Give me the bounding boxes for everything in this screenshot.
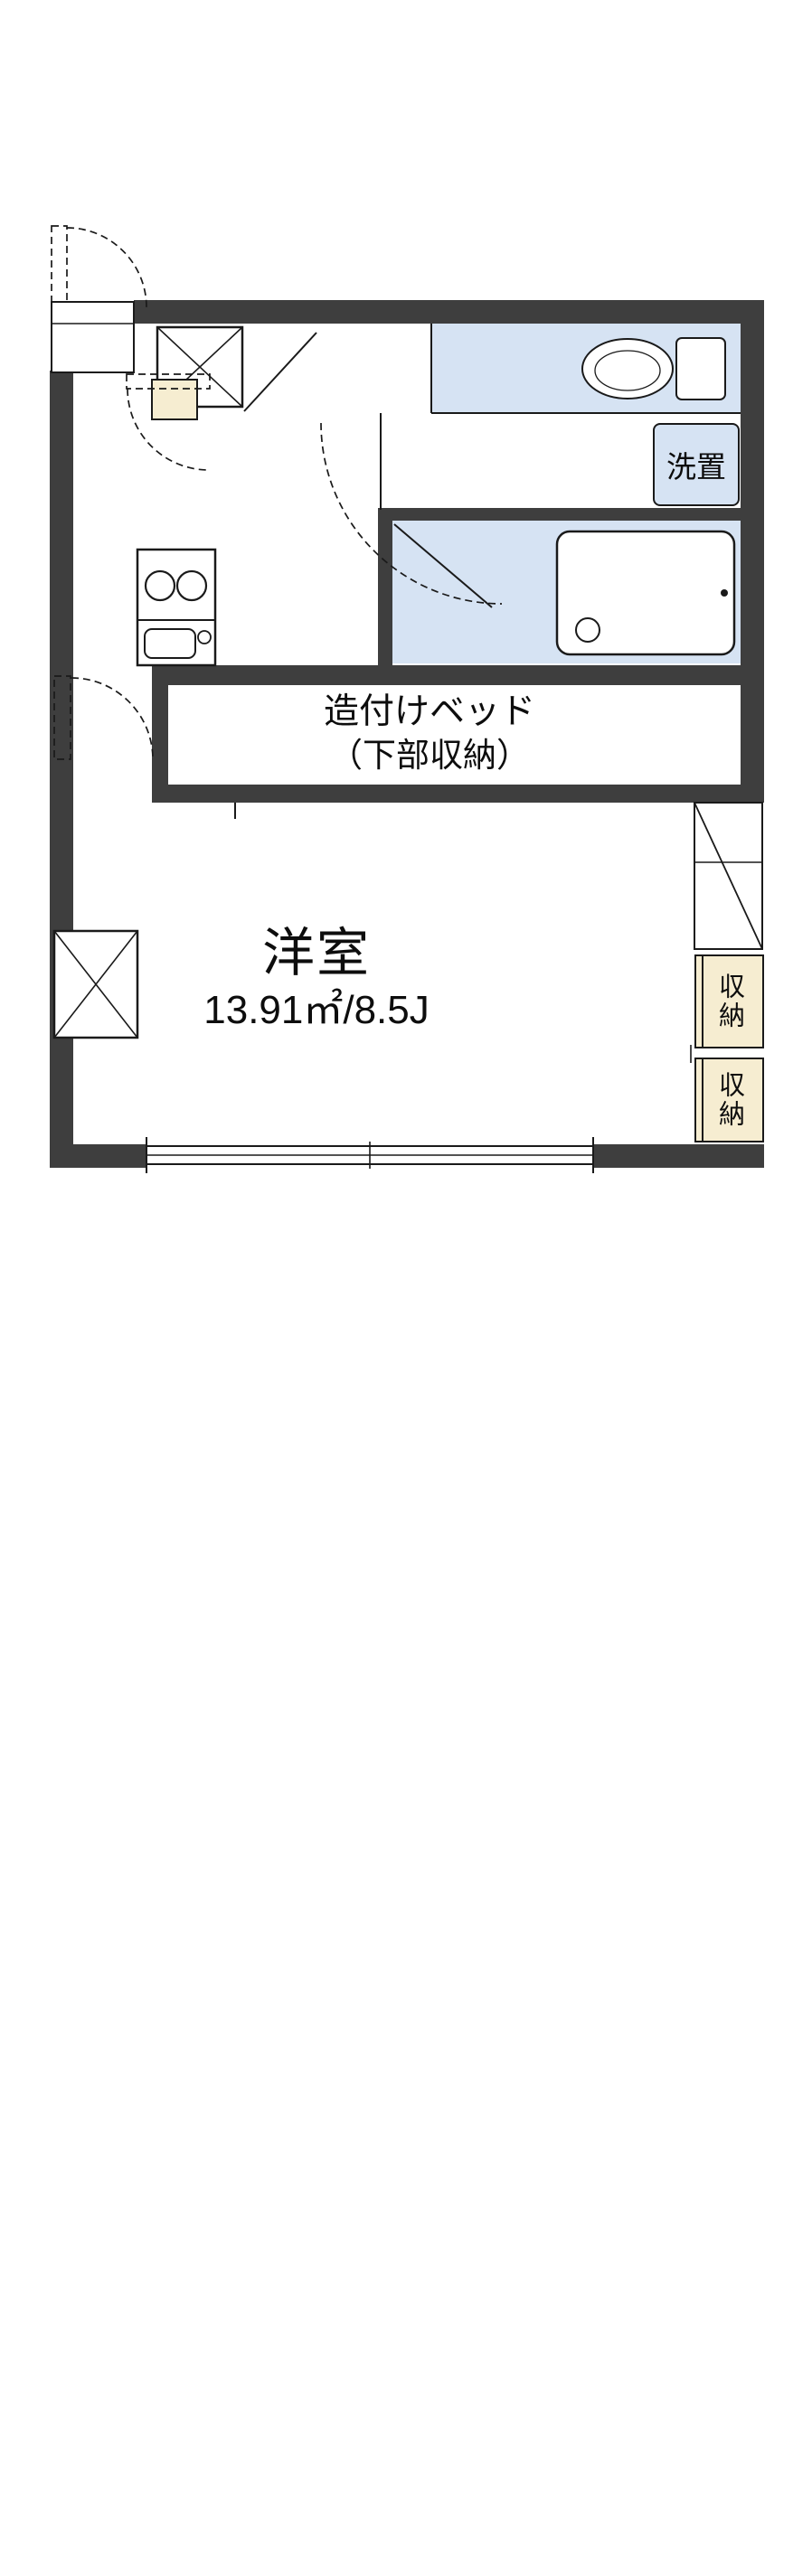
closet-lower-label: 収納 (714, 1071, 744, 1129)
wall-bottom-left (50, 1144, 146, 1168)
closet-upper: 収納 (694, 954, 764, 1048)
washer-space-box: 洗置 (653, 423, 740, 506)
room-area-size: 13.91㎡/8.5J (203, 987, 430, 1032)
bathtub-faucet-dot (721, 589, 728, 597)
wall-bath-left (378, 508, 392, 676)
wall-left (50, 371, 73, 1168)
entrance-step (51, 301, 135, 373)
kitchen-faucet (197, 630, 212, 644)
closet-upper-label: 収納 (714, 973, 744, 1030)
toilet-seat (594, 350, 661, 391)
interior-walls (152, 508, 764, 803)
wall-bed-left (152, 665, 168, 803)
closet-upper-door-line (702, 955, 703, 1048)
closet-lower-door-line (702, 1058, 703, 1142)
stove-burner-left (144, 569, 176, 602)
hall-door-leaf (126, 373, 211, 390)
wall-right (741, 300, 764, 803)
hall-door-arc (127, 388, 210, 471)
kitchen-unit (136, 548, 217, 667)
stove-burner-right (175, 569, 208, 602)
washroom-door-arc (320, 422, 503, 605)
built-in-bed-line2: （下部収納） (329, 736, 530, 774)
wall-bed-bottom (152, 785, 764, 803)
sliding-window (146, 1137, 594, 1173)
bathroom-fixtures (393, 523, 736, 656)
toilet-door-leaf (243, 332, 317, 412)
bathtub (555, 530, 736, 656)
bay-window-box (52, 929, 139, 1039)
wall-bottom-right (593, 1144, 764, 1168)
bay-window-diagonal-2 (53, 930, 138, 1039)
kitchen-sink (144, 628, 196, 659)
partition-lines (380, 324, 741, 510)
wall-bath-top (378, 508, 764, 521)
built-in-bed-label: 造付けベッド （下部収納） (158, 691, 701, 776)
entrance-door-leaf (51, 225, 68, 303)
bathroom-door-leaf (393, 523, 493, 608)
room-label: 洋室 13.91㎡/8.5J (122, 924, 511, 1033)
entrance-cabinet (151, 379, 198, 420)
entrance-door-arc (66, 227, 147, 308)
toilet-fixture (581, 337, 726, 400)
entrance-area (51, 301, 317, 420)
shaft-diagonal (694, 802, 763, 950)
wall-bed-top (152, 665, 764, 685)
bedroom-door-arc (71, 677, 154, 760)
toilet-tank (675, 337, 726, 400)
closet-lower: 収納 (694, 1058, 764, 1142)
pipe-shaft (694, 802, 763, 950)
wall-top (134, 300, 764, 324)
tick-marks (234, 803, 692, 1063)
room-name: 洋室 (261, 924, 371, 982)
bathtub-drain (575, 617, 600, 643)
bedroom-door-leaf (53, 675, 71, 760)
washer-space-label: 洗置 (666, 450, 726, 484)
toilet-bowl (581, 338, 674, 400)
built-in-bed-line1: 造付けベッド (323, 692, 535, 731)
door-swings (51, 225, 503, 760)
